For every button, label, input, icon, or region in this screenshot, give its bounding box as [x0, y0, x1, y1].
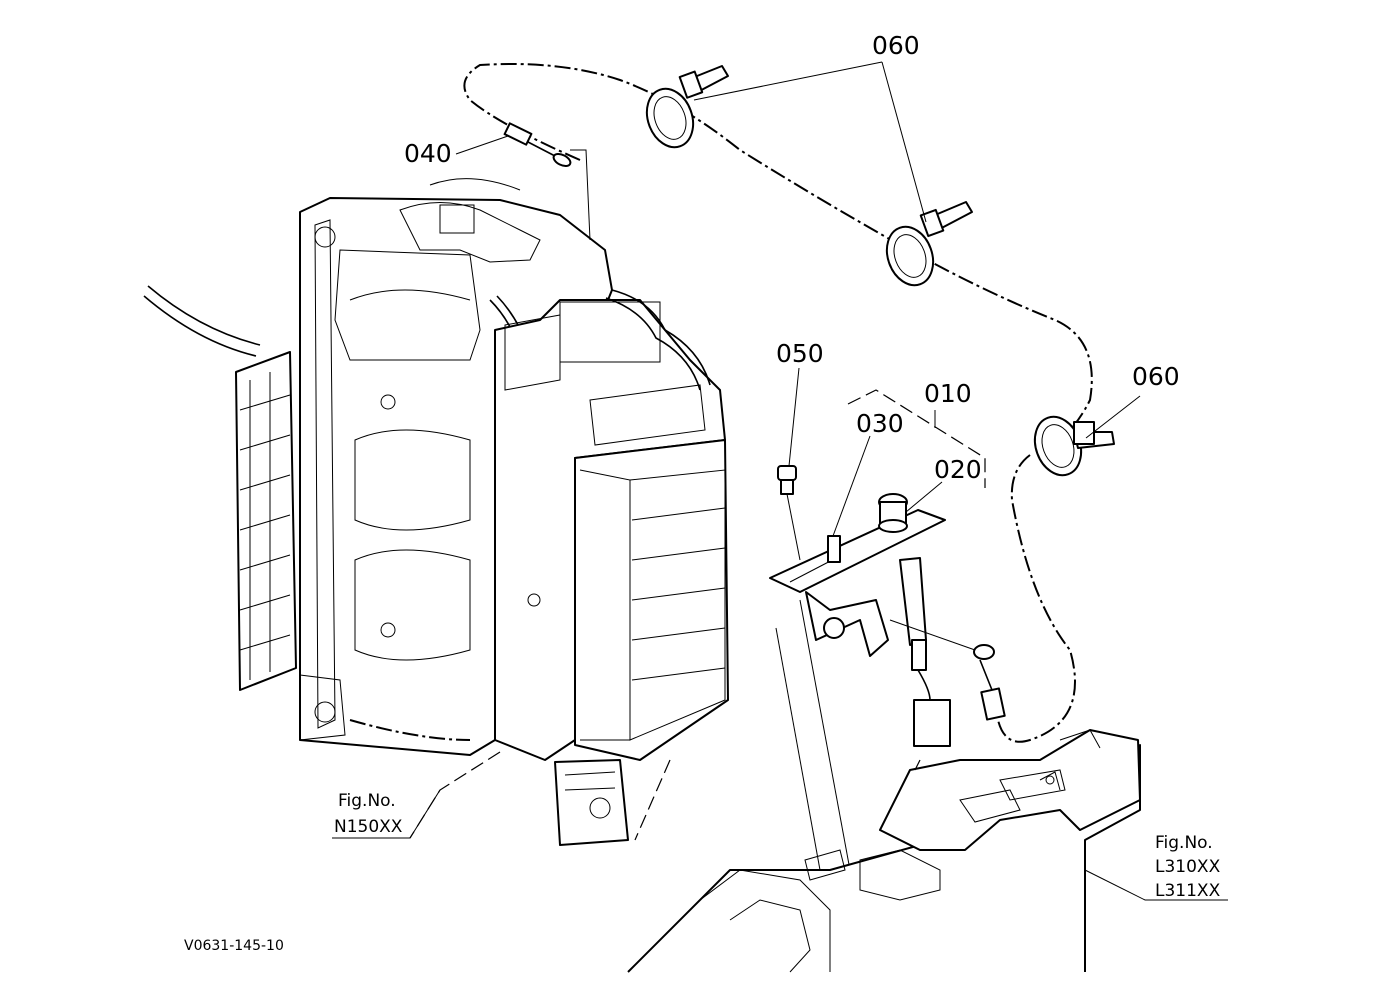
switch-020: [878, 493, 951, 747]
floor-assembly: [627, 729, 1141, 973]
housing-assembly: [143, 178, 729, 846]
bolt-050: [777, 465, 797, 495]
leader-lines: [332, 61, 1228, 901]
cable-tie-middle: [885, 201, 973, 287]
ref-right-line2: L310XX: [1155, 857, 1221, 877]
wire-harness: [463, 63, 1093, 743]
callout-020: 020: [934, 455, 982, 484]
callout-060-top: 060: [872, 31, 920, 60]
ref-right-line1: Fig.No.: [1155, 833, 1213, 853]
switch-assembly: [769, 465, 1006, 871]
terminal-040: [503, 122, 572, 167]
ref-left-line1: Fig.No.: [338, 791, 396, 811]
callout-040: 040: [404, 139, 452, 168]
cable-tie-right: [1033, 415, 1115, 477]
callout-010: 010: [924, 379, 972, 408]
cable-tie-top: [645, 65, 729, 149]
drawing-id: V0631-145-10: [184, 938, 284, 954]
ref-right-line3: L311XX: [1155, 881, 1221, 901]
callout-030: 030: [856, 409, 904, 438]
callout-060-right: 060: [1132, 362, 1180, 391]
callout-050: 050: [776, 339, 824, 368]
ref-left-line2: N150XX: [334, 817, 403, 837]
